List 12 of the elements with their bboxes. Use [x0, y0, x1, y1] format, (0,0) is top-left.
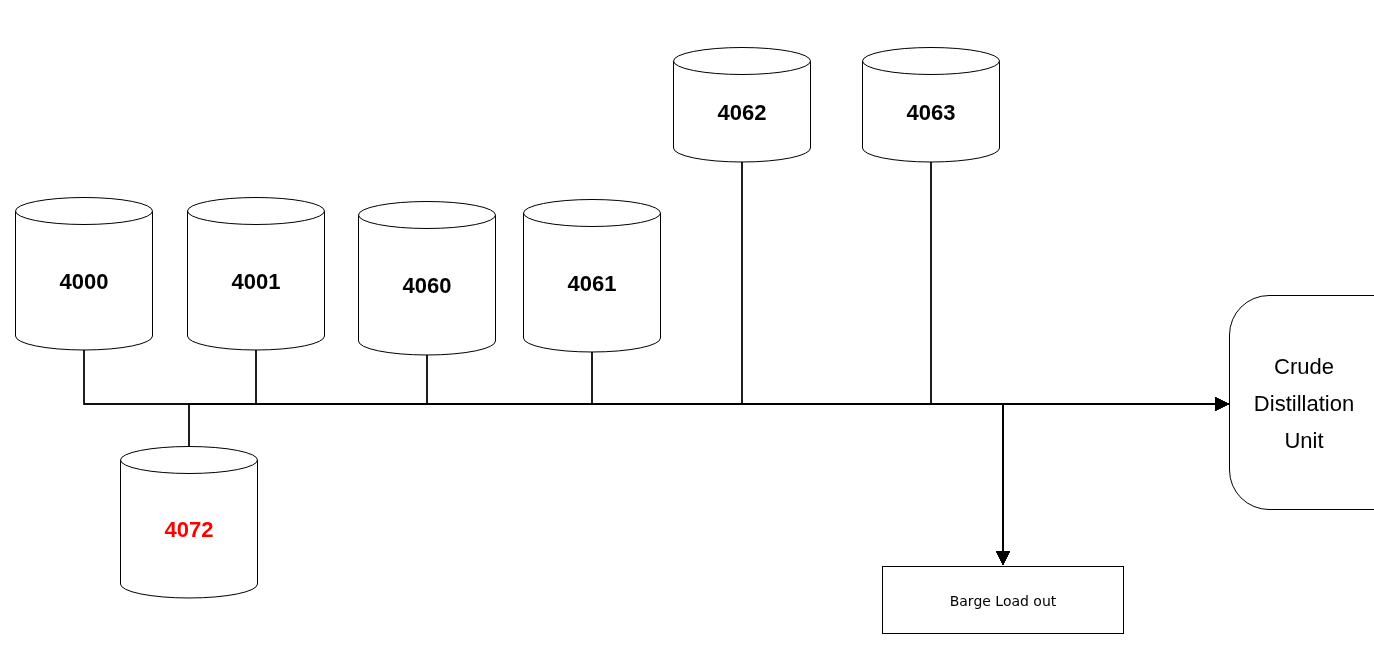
- tank-number: 4001: [231, 268, 281, 295]
- process-box: [882, 566, 1124, 634]
- unit-label: Crude Distillation Unit: [1252, 353, 1356, 455]
- pipe-arrow: [188, 403, 1010, 566]
- tank-number: 4063: [906, 99, 956, 126]
- tank-number: 4062: [717, 99, 767, 126]
- unit-label: Barge Load out: [949, 593, 1057, 609]
- tank-number: 4060: [402, 273, 452, 299]
- tank-number: 4000: [59, 268, 109, 295]
- process-unit: [1229, 295, 1374, 510]
- tank-number: 4072: [164, 517, 214, 543]
- tank-number: 4061: [567, 270, 617, 297]
